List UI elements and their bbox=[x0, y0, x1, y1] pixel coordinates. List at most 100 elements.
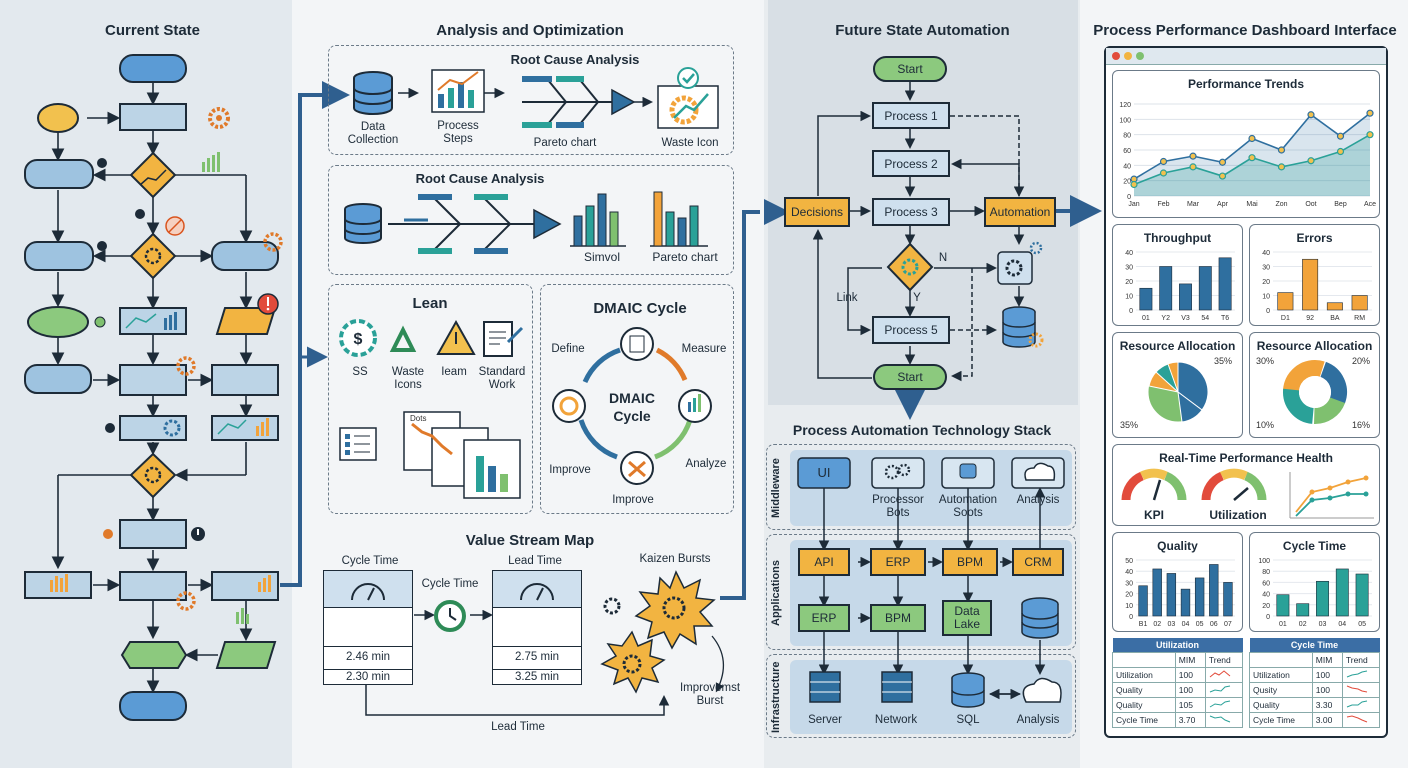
vsm-box1-header bbox=[324, 571, 412, 608]
database-icon bbox=[353, 71, 393, 115]
y-tick-label: 20 bbox=[1262, 279, 1270, 286]
stack-data-lake: Data Lake bbox=[942, 600, 992, 636]
waste-icons-label: Waste Icons bbox=[391, 366, 425, 391]
future-automation: Automation bbox=[984, 197, 1056, 227]
vsm-box2-header bbox=[493, 571, 581, 608]
dmaic-cycle bbox=[552, 327, 712, 485]
bar bbox=[1326, 302, 1343, 311]
stack-automation-soots: Automation Soots bbox=[938, 494, 998, 519]
bar bbox=[1180, 588, 1191, 617]
improve-left-label: Improve bbox=[549, 464, 591, 476]
x-tick-label: D1 bbox=[1281, 315, 1290, 322]
x-tick-label: 06 bbox=[1210, 621, 1218, 628]
x-tick-label: B1 bbox=[1139, 621, 1148, 628]
x-tick-label: 01 bbox=[1142, 315, 1150, 322]
measure-label: Measure bbox=[681, 343, 727, 355]
ss-label: SS bbox=[352, 366, 368, 378]
trend-sparkline bbox=[1204, 667, 1244, 683]
stack-api: API bbox=[798, 548, 850, 576]
window-minimize-dot[interactable] bbox=[1124, 52, 1132, 60]
x-tick-label: 07 bbox=[1224, 621, 1232, 628]
middleware-label: Middleware bbox=[770, 458, 782, 518]
data-point bbox=[1277, 146, 1286, 154]
resource2-pct-2: 20% bbox=[1352, 356, 1371, 366]
simvol-label: Simvol bbox=[583, 250, 620, 264]
future-process-5: Process 5 bbox=[872, 316, 950, 344]
x-tick-label: Oot bbox=[1305, 201, 1316, 208]
table2-h2: Trend bbox=[1341, 652, 1381, 668]
x-tick-label: 04 bbox=[1338, 621, 1346, 628]
future-end: Start bbox=[873, 364, 947, 390]
y-tick-label: 0 bbox=[1129, 308, 1133, 315]
x-tick-label: 54 bbox=[1201, 315, 1209, 322]
stack-analysis-top: Analysis bbox=[1016, 494, 1060, 506]
window-close-dot[interactable] bbox=[1112, 52, 1120, 60]
pareto-label-1: Pareto chart bbox=[533, 137, 597, 149]
analysis-connectors bbox=[292, 81, 760, 716]
y-tick-label: 40 bbox=[1123, 163, 1131, 170]
gauge-icon-2 bbox=[520, 583, 554, 601]
t2-r0-c1: 100 bbox=[1311, 667, 1343, 683]
bar bbox=[1166, 573, 1177, 617]
future-y-label: Y bbox=[913, 292, 921, 304]
x-tick-label: 05 bbox=[1196, 621, 1204, 628]
x-tick-label: 02 bbox=[1153, 621, 1161, 628]
vsm-value-3: 2.75 min bbox=[514, 651, 560, 663]
improve-bottom-label: Improve bbox=[612, 494, 654, 506]
define-label: Define bbox=[551, 343, 585, 355]
improvement-burst-label: Improvemst Burst bbox=[679, 682, 741, 707]
future-process-1: Process 1 bbox=[872, 102, 950, 129]
vsm-lead-time-label: Lead Time bbox=[508, 555, 562, 567]
health-gauges bbox=[1121, 468, 1374, 519]
vsm-value-1: 2.46 min bbox=[345, 651, 391, 663]
bar bbox=[1355, 573, 1369, 617]
future-n-label: N bbox=[938, 252, 948, 264]
future-link-label: Link bbox=[836, 292, 858, 304]
bar bbox=[1316, 580, 1329, 617]
team-label: Ieam bbox=[441, 366, 467, 378]
y-tick-label: 60 bbox=[1123, 148, 1131, 155]
stack-processor-bots: Processor Bots bbox=[872, 494, 924, 519]
bar bbox=[1276, 594, 1290, 617]
bar bbox=[1296, 603, 1310, 617]
stack-diagram bbox=[797, 457, 1065, 708]
y-tick-label: 30 bbox=[1262, 265, 1270, 272]
dmaic-center-label: DMAIC Cycle bbox=[609, 390, 655, 424]
dmaic-title: DMAIC Cycle bbox=[593, 300, 687, 317]
future-process-2: Process 2 bbox=[872, 150, 950, 177]
fishbone-diagram bbox=[522, 76, 636, 128]
y-tick-label: 40 bbox=[1125, 250, 1133, 257]
t2-r1-c0: Qusity bbox=[1249, 682, 1313, 698]
data-point bbox=[1277, 163, 1286, 171]
table1-title: Utilization bbox=[1112, 638, 1243, 653]
data-point bbox=[1159, 157, 1168, 166]
bar bbox=[1223, 582, 1233, 617]
future-decisions: Decisions bbox=[784, 197, 850, 227]
t1-r2-c0: Quality bbox=[1112, 697, 1176, 713]
stack-crm: CRM bbox=[1012, 548, 1064, 576]
resource-donut-2 bbox=[1283, 360, 1347, 424]
window-maximize-dot[interactable] bbox=[1136, 52, 1144, 60]
bar bbox=[1351, 295, 1368, 311]
x-tick-label: 02 bbox=[1299, 621, 1307, 628]
future-process-3: Process 3 bbox=[872, 198, 950, 226]
dashboard-title: Process Performance Dashboard Interface bbox=[1093, 22, 1397, 39]
trend-sparkline bbox=[1204, 682, 1244, 698]
future-title: Future State Automation bbox=[835, 22, 1010, 39]
y-tick-label: 10 bbox=[1262, 294, 1270, 301]
x-tick-label: Bep bbox=[1334, 201, 1347, 208]
x-tick-label: 01 bbox=[1279, 621, 1287, 628]
fishbone-diagram-2 bbox=[388, 194, 562, 254]
resource1-pct-2: 35% bbox=[1120, 420, 1139, 430]
x-tick-label: Mai bbox=[1246, 201, 1258, 208]
x-tick-label: 92 bbox=[1306, 315, 1314, 322]
vsm-value-4: 3.25 min bbox=[493, 669, 581, 684]
waste-icon-label: Waste Icon bbox=[661, 137, 719, 149]
stack-analysis-bottom: Analysis bbox=[1016, 714, 1060, 726]
data-point bbox=[1248, 134, 1256, 143]
trends-title: Performance Trends bbox=[1187, 77, 1305, 91]
